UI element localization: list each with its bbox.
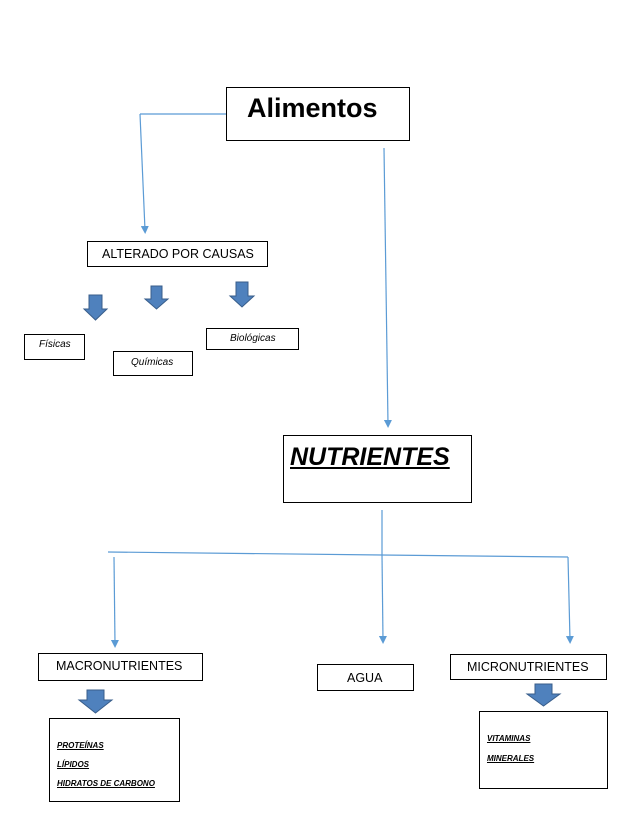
connector-horizontal-bar [107,551,569,558]
nutrients-label: NUTRIENTES [290,443,450,471]
thin-connectors [107,113,574,648]
macro-item-lipidos: LÍPIDOS [57,760,90,769]
connector-to-micro [565,556,574,644]
alteration-box [87,241,268,267]
agua-label: AGUA [347,671,383,685]
cause-label-quimicas: Químicas [131,357,174,368]
micro-box [450,654,607,680]
micro-items-box [479,711,608,789]
macro-item-hidratos: HIDRATOS DE CARBONO [57,779,155,788]
root-box [226,87,410,141]
connector-to-agua [378,554,387,644]
connector-to-macro [110,556,119,648]
cause-label-fisicas: Físicas [39,339,71,350]
cause-label-biologicas: Biológicas [230,333,276,344]
cause-box-fisicas [24,334,85,360]
connector-to-nutrients [383,147,392,428]
alteration-label: ALTERADO POR CAUSAS [102,247,254,261]
macro-box [38,653,203,681]
nutrients-box [283,435,472,503]
root-label: Alimentos [247,93,378,123]
cause-box-biologicas [206,328,299,350]
block-arrows [77,281,562,714]
block-arrow-quimicas [143,285,170,310]
micro-label: MICRONUTRIENTES [467,660,589,674]
macro-label: MACRONUTRIENTES [56,659,183,673]
block-arrow-macro [77,689,114,714]
block-arrow-fisicas [82,294,109,321]
micro-item-vitaminas: VITAMINAS [487,734,531,743]
macro-item-proteinas: PROTEÍNAS [57,741,104,750]
connector-to-alteration [139,113,149,234]
cause-box-quimicas [113,351,193,376]
macro-items-box [49,718,180,802]
block-arrow-micro [525,683,562,707]
block-arrow-biologicas [228,281,256,308]
agua-box [317,664,414,691]
micro-item-minerales: MINERALES [487,754,535,763]
